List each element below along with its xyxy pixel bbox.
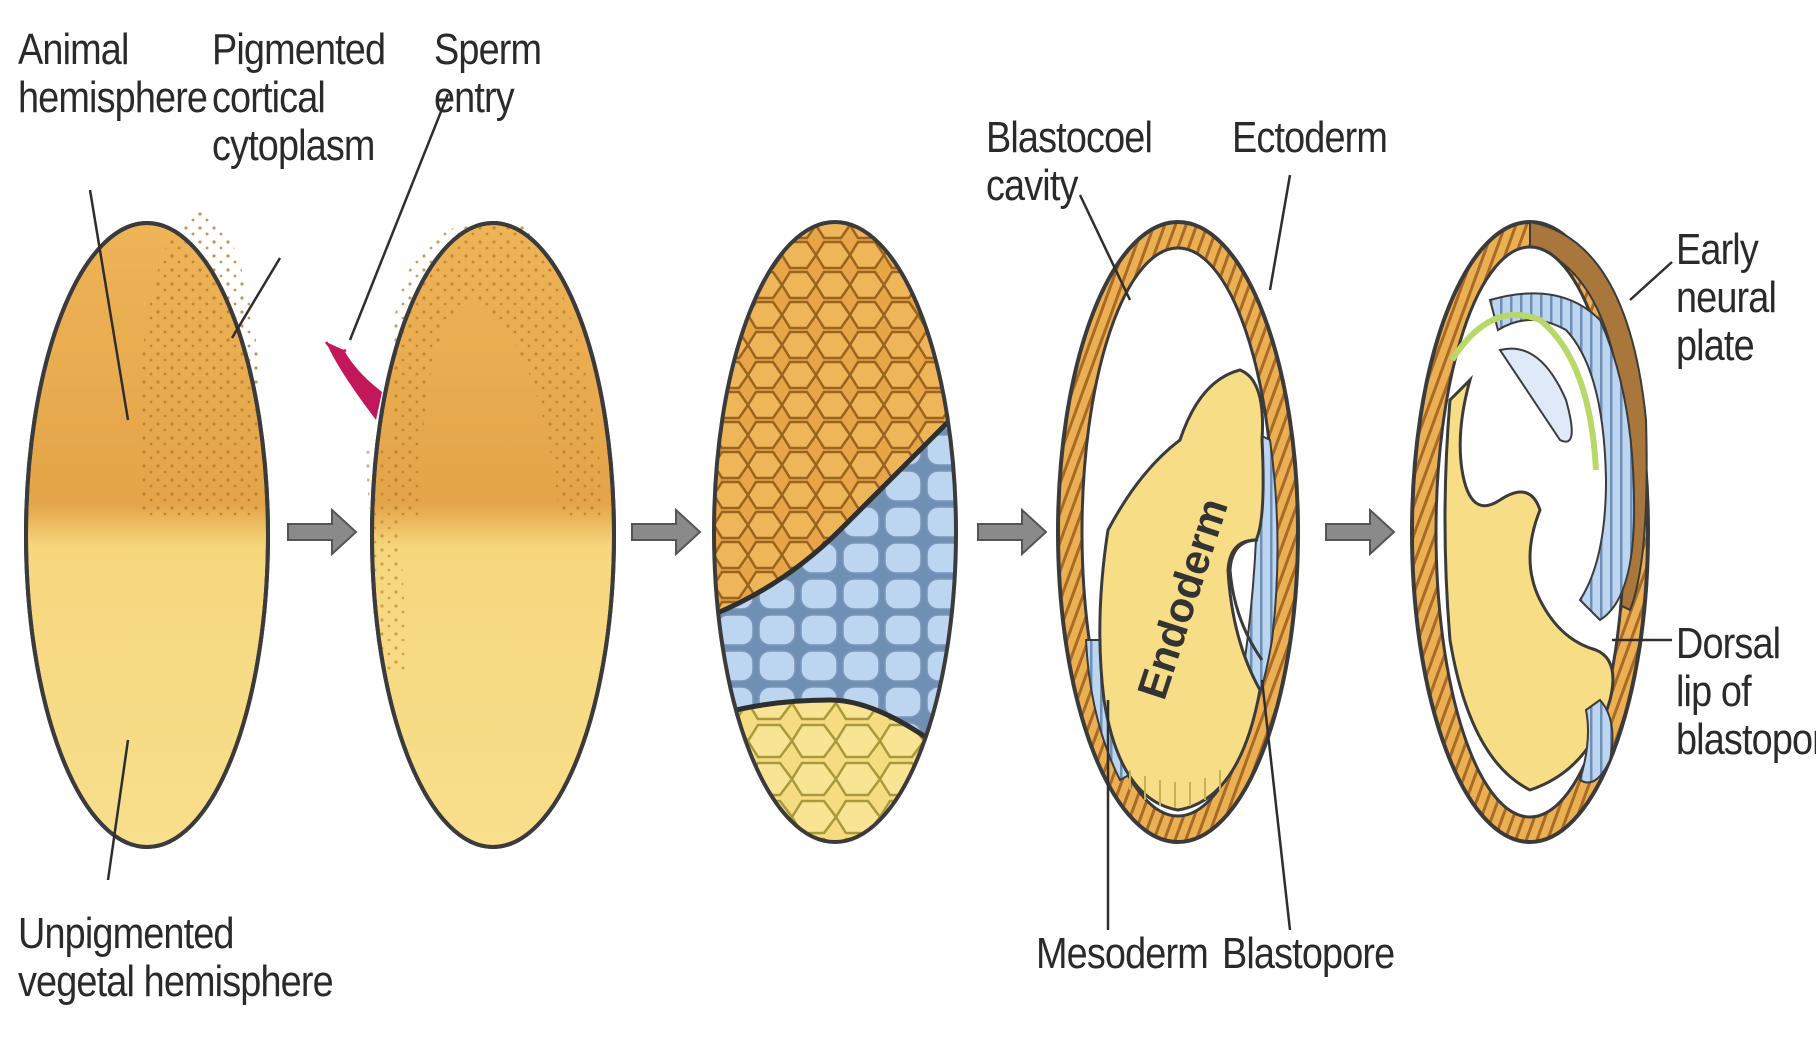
label-blastopore: Blastopore <box>1222 930 1394 978</box>
label-line: entry <box>434 74 541 122</box>
egg-stage-1 <box>26 210 268 847</box>
sperm-icon <box>326 342 382 420</box>
label-line: hemisphere <box>18 74 207 122</box>
label-animal-hemisphere: Animal hemisphere <box>18 26 207 122</box>
label-line: neural <box>1676 274 1776 322</box>
egg-stage-2 <box>372 222 614 847</box>
arrow-3 <box>978 510 1046 554</box>
blastula <box>700 200 980 880</box>
arrow-4 <box>1326 510 1394 554</box>
label-line: blastopore <box>1676 716 1816 764</box>
label-line: Unpigmented <box>18 910 333 958</box>
label-unpigmented-vegetal-hemisphere: Unpigmented vegetal hemisphere <box>18 910 333 1006</box>
label-line: cytoplasm <box>212 122 385 170</box>
label-line: plate <box>1676 322 1776 370</box>
leader-ectoderm <box>1270 175 1290 290</box>
label-line: Blastocoel <box>986 114 1152 162</box>
label-ectoderm: Ectoderm <box>1232 114 1387 162</box>
gastrula <box>1058 222 1298 842</box>
late-gastrula <box>1412 222 1648 842</box>
label-line: Sperm <box>434 26 541 74</box>
label-early-neural-plate: Early neural plate <box>1676 226 1776 370</box>
label-mesoderm: Mesoderm <box>1036 930 1208 978</box>
label-sperm-entry: Sperm entry <box>434 26 541 122</box>
label-line: Animal <box>18 26 207 74</box>
label-dorsal-lip-of-blastopore: Dorsal lip of blastopore <box>1676 620 1816 764</box>
label-line: Pigmented <box>212 26 385 74</box>
label-line: cortical <box>212 74 385 122</box>
label-line: cavity <box>986 162 1152 210</box>
label-line: Early <box>1676 226 1776 274</box>
label-line: Dorsal <box>1676 620 1816 668</box>
arrow-1 <box>288 510 356 554</box>
leader-early-neural-plate <box>1630 262 1672 300</box>
label-line: vegetal hemisphere <box>18 958 333 1006</box>
label-blastocoel-cavity: Blastocoel cavity <box>986 114 1152 210</box>
label-pigmented-cortical-cytoplasm: Pigmented cortical cytoplasm <box>212 26 385 170</box>
label-line: lip of <box>1676 668 1816 716</box>
arrow-2 <box>632 510 700 554</box>
